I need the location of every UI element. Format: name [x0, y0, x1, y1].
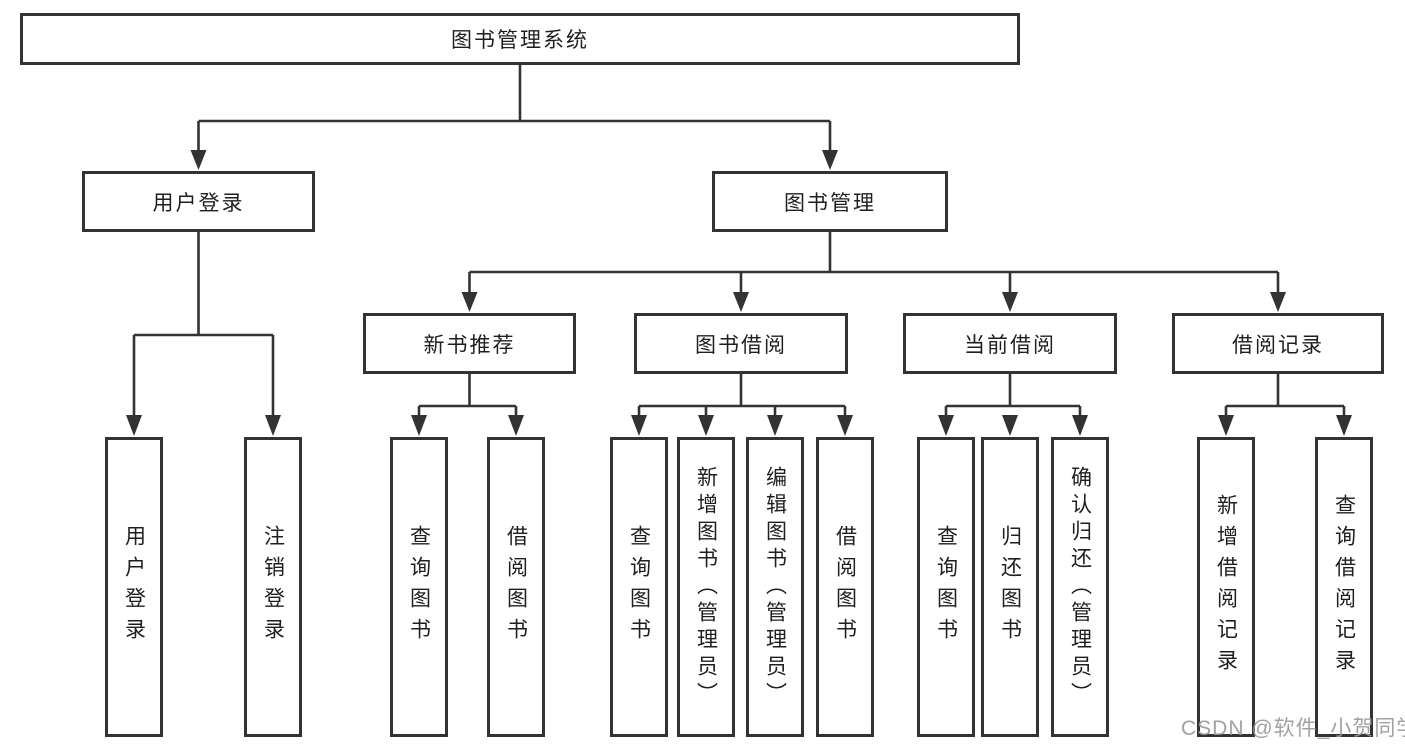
leaf-current-confirm-return-label: 确认归还（管理员）: [1068, 465, 1092, 709]
node-book-borrow-label: 图书借阅: [695, 333, 787, 357]
leaf-borrow-borrow-book: 借阅图书: [816, 437, 874, 737]
leaf-newbook-query: 查询图书: [390, 437, 448, 737]
leaf-current-query-label: 查询图书: [934, 525, 958, 649]
leaf-newbook-borrow: 借阅图书: [487, 437, 545, 737]
connector-bookborrow-to-leaves: [631, 374, 853, 436]
node-current-borrow-label: 当前借阅: [964, 333, 1056, 357]
leaf-user-login: 用户登录: [105, 437, 163, 737]
leaf-current-query: 查询图书: [917, 437, 975, 737]
connector-root-to-level2: [190, 65, 838, 170]
leaf-borrow-query: 查询图书: [610, 437, 668, 737]
connector-newbookrec-to-leaves: [411, 374, 524, 436]
leaf-records-add: 新增借阅记录: [1197, 437, 1255, 737]
node-borrow-records-label: 借阅记录: [1232, 333, 1324, 357]
leaf-newbook-query-label: 查询图书: [407, 525, 431, 649]
leaf-borrow-add-book: 新增图书（管理员）: [677, 437, 735, 737]
connector-bookmgmt-to-level3: [461, 232, 1286, 312]
connector-borrowrecords-to-leaves: [1218, 374, 1352, 436]
node-book-management: 图书管理: [712, 171, 948, 232]
leaf-current-confirm-return: 确认归还（管理员）: [1051, 437, 1109, 737]
connector-currentborrow-to-leaves: [938, 374, 1088, 436]
leaf-current-return: 归还图书: [981, 437, 1039, 737]
leaf-borrow-add-book-label: 新增图书（管理员）: [694, 465, 718, 709]
leaf-records-add-label: 新增借阅记录: [1214, 494, 1238, 680]
node-root-label: 图书管理系统: [451, 29, 589, 52]
node-user-login: 用户登录: [82, 171, 315, 232]
leaf-borrow-query-label: 查询图书: [627, 525, 651, 649]
leaf-logout-label: 注销登录: [261, 525, 285, 649]
leaf-borrow-edit-book-label: 编辑图书（管理员）: [763, 465, 787, 709]
node-new-book-recommend-label: 新书推荐: [423, 333, 516, 357]
leaf-records-query-label: 查询借阅记录: [1332, 494, 1356, 680]
csdn-watermark: CSDN @软件_小贺同学: [1181, 717, 1405, 740]
leaf-borrow-edit-book: 编辑图书（管理员）: [746, 437, 804, 737]
leaf-user-login-label: 用户登录: [122, 525, 146, 649]
leaf-current-return-label: 归还图书: [998, 525, 1022, 649]
connector-userlogin-to-leaves: [126, 232, 281, 436]
node-borrow-records: 借阅记录: [1172, 313, 1384, 374]
node-new-book-recommend: 新书推荐: [363, 313, 576, 374]
leaf-logout: 注销登录: [244, 437, 302, 737]
node-book-management-label: 图书管理: [784, 191, 876, 215]
node-book-borrow: 图书借阅: [634, 313, 848, 374]
leaf-borrow-borrow-book-label: 借阅图书: [833, 525, 857, 649]
node-root: 图书管理系统: [20, 13, 1020, 65]
node-current-borrow: 当前借阅: [903, 313, 1117, 374]
leaf-records-query: 查询借阅记录: [1315, 437, 1373, 737]
node-user-login-label: 用户登录: [152, 191, 245, 215]
leaf-newbook-borrow-label: 借阅图书: [504, 525, 528, 649]
